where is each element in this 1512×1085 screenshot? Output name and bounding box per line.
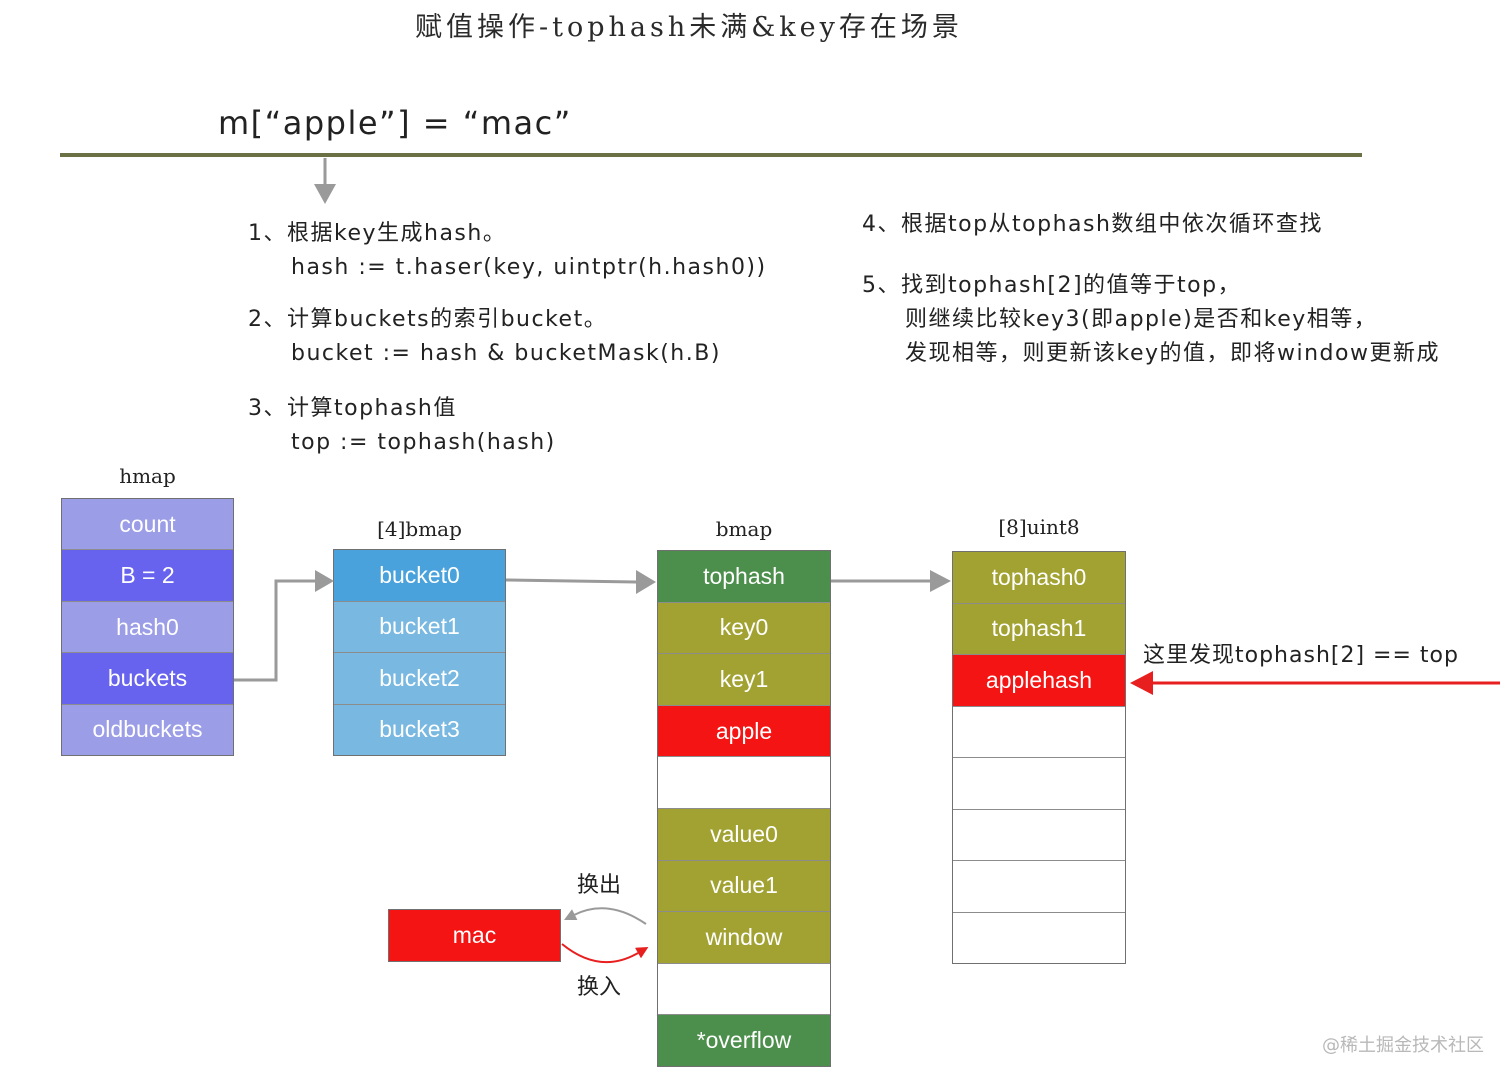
tophash-array: tophash0 tophash1 applehash: [952, 551, 1126, 964]
step-4: 4、根据top从tophash数组中依次循环查找: [862, 212, 1323, 237]
bmap-key-apple: apple: [658, 705, 830, 758]
swap-in-arrow: [561, 943, 639, 964]
tophash-to-array-arrow-head: [930, 570, 951, 592]
hmap-label: hmap: [119, 464, 176, 488]
tophash-slot-2: applehash: [953, 655, 1125, 707]
hmap-field-count: count: [62, 499, 233, 551]
watermark: @稀土掘金技术社区: [1322, 1035, 1484, 1056]
buckets-array-label: [4]bmap: [377, 517, 462, 541]
tophash-slot-3: [953, 706, 1125, 758]
hmap-field-hash0: hash0: [62, 601, 233, 654]
step-5-line-3: 发现相等，则更新该key的值，即将window更新成: [905, 341, 1440, 366]
new-value-box: mac: [388, 909, 561, 962]
buckets-pointer-arrow: [234, 579, 316, 682]
tophash-slot-6: [953, 861, 1125, 913]
swap-in-label: 换入: [577, 975, 622, 1000]
annotation-arrow-head: [1130, 671, 1153, 695]
diagram-title: 赋值操作-tophash未满&key存在场景: [415, 12, 963, 43]
step-1: 1、根据key生成hash。: [248, 221, 507, 246]
bmap-struct: tophash key0 key1 apple value0 value1 wi…: [657, 550, 831, 1067]
bucket0-to-bmap-arrow: [505, 578, 639, 584]
bucket-3: bucket3: [334, 704, 505, 755]
step-1-code: hash := t.haser(key, uintptr(h.hash0)): [291, 255, 767, 280]
bmap-overflow: *overflow: [658, 1015, 830, 1066]
tophash-slot-7: [953, 912, 1125, 963]
tophash-slot-1: tophash1: [953, 603, 1125, 655]
step-5: 5、找到tophash[2]的值等于top，: [862, 273, 1242, 298]
tophash-match-annotation: 这里发现tophash[2] == top: [1143, 643, 1459, 668]
swap-in-arrow-head: [635, 947, 649, 959]
bucket0-to-bmap-arrow-head: [636, 570, 656, 594]
tophash-slot-0: tophash0: [953, 552, 1125, 604]
new-value-mac: mac: [389, 910, 560, 961]
hmap-field-oldbuckets: oldbuckets: [62, 704, 233, 756]
tophash-slot-5: [953, 809, 1125, 861]
bmap-key1: key1: [658, 654, 830, 706]
title-rule: [60, 153, 1362, 157]
bmap-tophash: tophash: [658, 551, 830, 603]
bucket-0: bucket0: [334, 550, 505, 602]
tophash-array-label: [8]uint8: [998, 515, 1080, 539]
step-2: 2、计算buckets的索引bucket。: [248, 307, 608, 332]
bmap-value1: value1: [658, 860, 830, 913]
swap-out-label: 换出: [577, 873, 622, 898]
bmap-value0: value0: [658, 808, 830, 861]
bucket-1: bucket1: [334, 601, 505, 653]
hmap-struct: count B = 2 hash0 buckets oldbuckets: [61, 498, 234, 756]
down-arrow-head: [314, 184, 336, 204]
bmap-key-empty: [658, 757, 830, 809]
buckets-array: bucket0 bucket1 bucket2 bucket3: [333, 549, 506, 756]
bmap-label: bmap: [715, 517, 773, 541]
bucket-2: bucket2: [334, 653, 505, 705]
hmap-field-b: B = 2: [62, 550, 233, 602]
bmap-key0: key0: [658, 602, 830, 655]
buckets-pointer-arrow-head: [315, 570, 334, 592]
assignment-statement: m[“apple”] = “mac”: [218, 104, 572, 142]
swap-out-arrow: [573, 907, 647, 925]
step-2-code: bucket := hash & bucketMask(h.B): [291, 341, 721, 366]
bmap-value-empty: [658, 963, 830, 1016]
step-5-line-2: 则继续比较key3(即apple)是否和key相等，: [905, 307, 1378, 332]
bmap-value-window: window: [658, 912, 830, 964]
hmap-field-buckets: buckets: [62, 653, 233, 705]
swap-out-arrow-head: [564, 909, 578, 920]
step-3-code: top := tophash(hash): [291, 430, 556, 455]
tophash-slot-4: [953, 758, 1125, 810]
step-3: 3、计算tophash值: [248, 396, 457, 421]
